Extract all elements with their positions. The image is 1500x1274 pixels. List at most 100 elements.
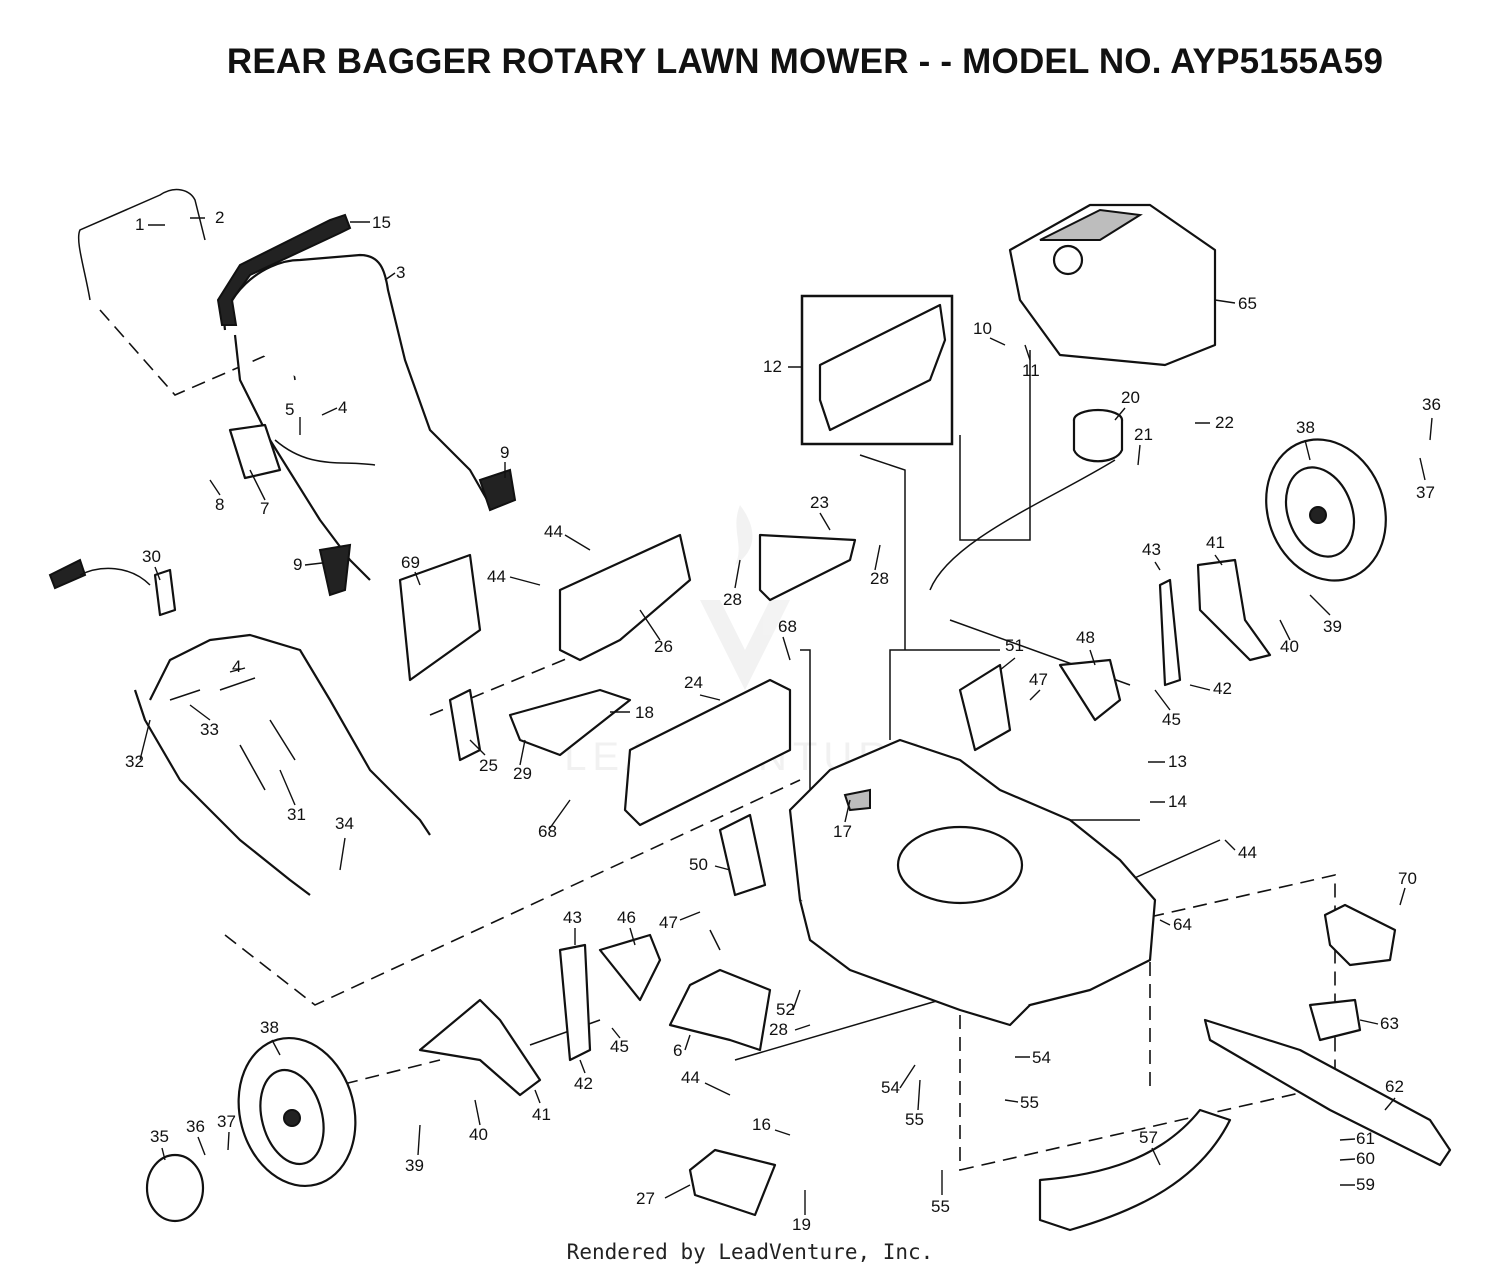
callout-52: 52 bbox=[776, 1000, 795, 1019]
callout-41: 41 bbox=[1206, 533, 1225, 552]
callout-55: 55 bbox=[1020, 1093, 1039, 1112]
callout-24: 24 bbox=[684, 673, 703, 692]
callout-62: 62 bbox=[1385, 1077, 1404, 1096]
callout-54: 54 bbox=[881, 1078, 900, 1097]
callout-21: 21 bbox=[1134, 425, 1153, 444]
callout-30: 30 bbox=[142, 547, 161, 566]
callout-36: 36 bbox=[186, 1117, 205, 1136]
callout-25: 25 bbox=[479, 756, 498, 775]
callout-10: 10 bbox=[973, 319, 992, 338]
callout-4: 4 bbox=[338, 398, 347, 417]
callout-43: 43 bbox=[1142, 540, 1161, 559]
mower-deck bbox=[788, 738, 1157, 1027]
engine bbox=[1008, 203, 1217, 367]
callout-64: 64 bbox=[1173, 915, 1192, 934]
callout-46: 46 bbox=[617, 908, 636, 927]
callout-8: 8 bbox=[215, 495, 224, 514]
callout-39: 39 bbox=[405, 1156, 424, 1175]
callout-18: 18 bbox=[635, 703, 654, 722]
callout-36: 36 bbox=[1422, 395, 1441, 414]
callout-63: 63 bbox=[1380, 1014, 1399, 1033]
callout-45: 45 bbox=[1162, 710, 1181, 729]
callout-5: 5 bbox=[285, 400, 294, 419]
callout-9: 9 bbox=[293, 555, 302, 574]
callout-35: 35 bbox=[150, 1127, 169, 1146]
pulley bbox=[1072, 408, 1124, 463]
callout-27: 27 bbox=[636, 1189, 655, 1208]
callout-51: 51 bbox=[1005, 636, 1024, 655]
callout-1: 1 bbox=[135, 215, 144, 234]
callout-55: 55 bbox=[931, 1197, 950, 1216]
callout-9: 9 bbox=[500, 443, 509, 462]
page-title: REAR BAGGER ROTARY LAWN MOWER - - MODEL … bbox=[226, 42, 1384, 81]
callout-48: 48 bbox=[1076, 628, 1095, 647]
leader-lines bbox=[139, 217, 1433, 1215]
callout-37: 37 bbox=[217, 1112, 236, 1131]
engine-brake-cable bbox=[228, 423, 376, 480]
callout-11: 11 bbox=[1022, 361, 1040, 380]
starter-rope-guide bbox=[48, 558, 177, 617]
grass-bag-frame bbox=[398, 533, 857, 827]
callout-31: 31 bbox=[287, 805, 306, 824]
rear-right-wheel bbox=[1265, 438, 1387, 582]
callout-44: 44 bbox=[487, 567, 506, 586]
callout-68: 68 bbox=[538, 822, 557, 841]
callout-65: 65 bbox=[1238, 294, 1257, 313]
callout-26: 26 bbox=[654, 637, 673, 656]
upper-handle bbox=[216, 213, 491, 581]
callout-47: 47 bbox=[659, 913, 678, 932]
callout-34: 34 bbox=[335, 814, 354, 833]
callout-39: 39 bbox=[1323, 617, 1342, 636]
callout-57: 57 bbox=[1139, 1128, 1158, 1147]
callout-41: 41 bbox=[532, 1105, 551, 1124]
blade bbox=[1203, 903, 1452, 1167]
callout-2: 2 bbox=[215, 208, 224, 227]
callout-29: 29 bbox=[513, 764, 532, 783]
height-adjuster-rear bbox=[1058, 558, 1272, 722]
callout-28: 28 bbox=[723, 590, 742, 609]
baffle bbox=[1038, 1108, 1232, 1232]
callout-70: 70 bbox=[1398, 869, 1417, 888]
control-bail bbox=[77, 188, 206, 301]
callout-68: 68 bbox=[778, 617, 797, 636]
deflector-brackets bbox=[718, 663, 1012, 897]
callout-19: 19 bbox=[792, 1215, 811, 1234]
callout-44: 44 bbox=[1238, 843, 1257, 862]
handle-knob-9 bbox=[318, 468, 517, 597]
callout-45: 45 bbox=[610, 1037, 629, 1056]
callout-54: 54 bbox=[1032, 1048, 1051, 1067]
callout-38: 38 bbox=[260, 1018, 279, 1037]
callout-23: 23 bbox=[810, 493, 829, 512]
callout-61: 61 bbox=[1356, 1129, 1375, 1148]
callout-44: 44 bbox=[681, 1068, 700, 1087]
callout-40: 40 bbox=[469, 1125, 488, 1144]
callouts: 1 2 15 3 5 4 9 8 7 9 30 4 33 32 31 34 44… bbox=[125, 208, 1441, 1234]
handle-bolts bbox=[169, 677, 296, 791]
callout-42: 42 bbox=[1213, 679, 1232, 698]
rear-door-box bbox=[800, 294, 954, 446]
callout-43: 43 bbox=[563, 908, 582, 927]
callout-22: 22 bbox=[1215, 413, 1234, 432]
callout-42: 42 bbox=[574, 1074, 593, 1093]
callout-6: 6 bbox=[673, 1041, 682, 1060]
callout-50: 50 bbox=[689, 855, 708, 874]
callout-4: 4 bbox=[232, 657, 241, 676]
callout-12: 12 bbox=[763, 357, 782, 376]
callout-20: 20 bbox=[1121, 388, 1140, 407]
callout-7: 7 bbox=[260, 499, 269, 518]
callout-14: 14 bbox=[1168, 792, 1187, 811]
front-left-wheel bbox=[145, 1036, 357, 1223]
height-adjuster-front bbox=[418, 933, 662, 1097]
footer-credit: Rendered by LeadVenture, Inc. bbox=[566, 1240, 934, 1264]
callout-15: 15 bbox=[372, 213, 391, 232]
callout-44: 44 bbox=[544, 522, 563, 541]
callout-47: 47 bbox=[1029, 670, 1048, 689]
callout-3: 3 bbox=[396, 263, 405, 282]
callout-13: 13 bbox=[1168, 752, 1187, 771]
callout-37: 37 bbox=[1416, 483, 1435, 502]
discharge-chute-door bbox=[668, 968, 772, 1052]
callout-38: 38 bbox=[1296, 418, 1315, 437]
callout-59: 59 bbox=[1356, 1175, 1375, 1194]
callout-32: 32 bbox=[125, 752, 144, 771]
